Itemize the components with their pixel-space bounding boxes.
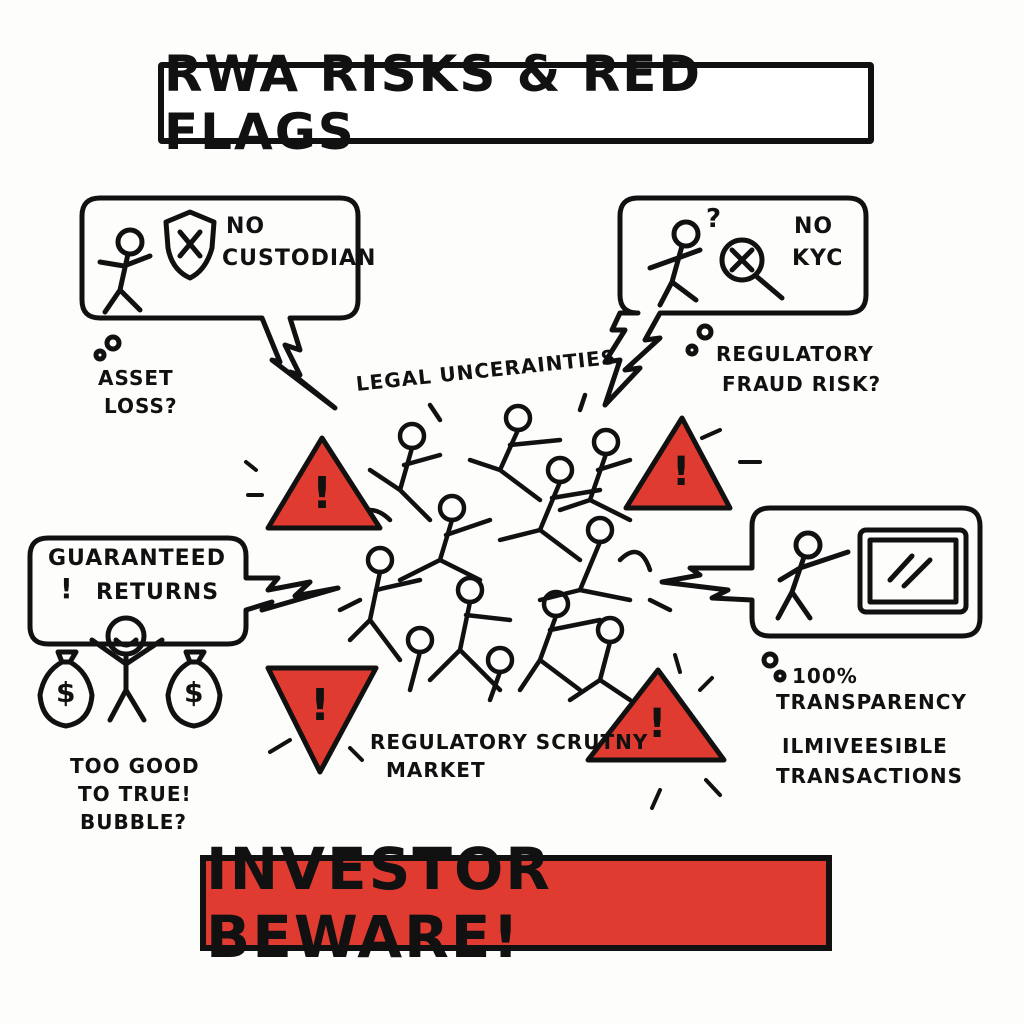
climbing-figure-icon bbox=[647, 219, 703, 308]
speech-bubble-kyc bbox=[602, 195, 869, 408]
running-figure-icon bbox=[97, 227, 153, 315]
asset-loss-line1: ASSET bbox=[98, 366, 174, 390]
guaranteed-label: GUARANTEED bbox=[48, 546, 226, 571]
exclamation-mark: ! bbox=[310, 680, 332, 731]
speech-bubble-returns bbox=[27, 535, 341, 647]
transparency-line2: TRANSPARENCY bbox=[776, 690, 967, 714]
transactions-line1: ILMIVEESIBLE bbox=[782, 734, 948, 758]
too-good-line1: TOO GOOD bbox=[70, 754, 200, 778]
speech-bubble-custodian bbox=[79, 195, 361, 411]
pointing-figure-icon bbox=[775, 527, 969, 621]
warning-triangle-icon bbox=[265, 435, 383, 531]
custodian-label-line1: NO bbox=[226, 214, 266, 239]
bubble-label: BUBBLE? bbox=[80, 810, 187, 834]
money-bag-icon bbox=[37, 649, 95, 729]
investor-beware-text: INVESTOR BEWARE! bbox=[206, 835, 552, 971]
title-banner: RWA RISKS & RED FLAGS bbox=[158, 45, 874, 161]
warning-banner: INVESTOR BEWARE! bbox=[200, 835, 832, 971]
too-good-line2: TO TRUE! bbox=[78, 782, 192, 806]
exclamation-mark: ! bbox=[60, 572, 74, 605]
transactions-line2: TRANSACTIONS bbox=[776, 764, 964, 788]
dollar-sign: $ bbox=[56, 676, 77, 709]
magnifier-icon bbox=[719, 237, 785, 301]
regulatory-fraud-line2: FRAUD RISK? bbox=[722, 372, 882, 396]
kyc-label-line2: KYC bbox=[792, 246, 844, 271]
speech-bubble-transparency bbox=[659, 505, 983, 639]
money-bag-icon bbox=[165, 649, 223, 729]
dollar-sign: $ bbox=[184, 676, 205, 709]
question-mark: ? bbox=[706, 204, 723, 234]
warning-triangle-icon bbox=[585, 667, 727, 763]
exclamation-mark: ! bbox=[672, 449, 692, 495]
returns-label: RETURNS bbox=[96, 580, 220, 605]
transparency-line1: 100% bbox=[792, 664, 858, 688]
crowd-tangle bbox=[337, 392, 673, 703]
exclamation-mark: ! bbox=[648, 701, 668, 747]
regulatory-fraud-line1: REGULATORY bbox=[716, 342, 874, 366]
exclamation-mark: ! bbox=[312, 468, 334, 519]
asset-loss-line2: LOSS? bbox=[104, 394, 178, 418]
kyc-label-line1: NO bbox=[794, 214, 834, 239]
happy-figure-icon bbox=[89, 615, 165, 723]
market-label: MARKET bbox=[386, 758, 486, 782]
warning-triangle-icon bbox=[265, 665, 379, 775]
warning-triangle-icon bbox=[623, 415, 733, 511]
regulatory-scrutiny-label: REGULATORY SCRUTNY bbox=[370, 730, 649, 754]
page-title: RWA RISKS & RED FLAGS bbox=[164, 45, 702, 161]
custodian-label-line2: CUSTODIAN bbox=[222, 246, 377, 271]
shield-icon bbox=[163, 209, 217, 281]
